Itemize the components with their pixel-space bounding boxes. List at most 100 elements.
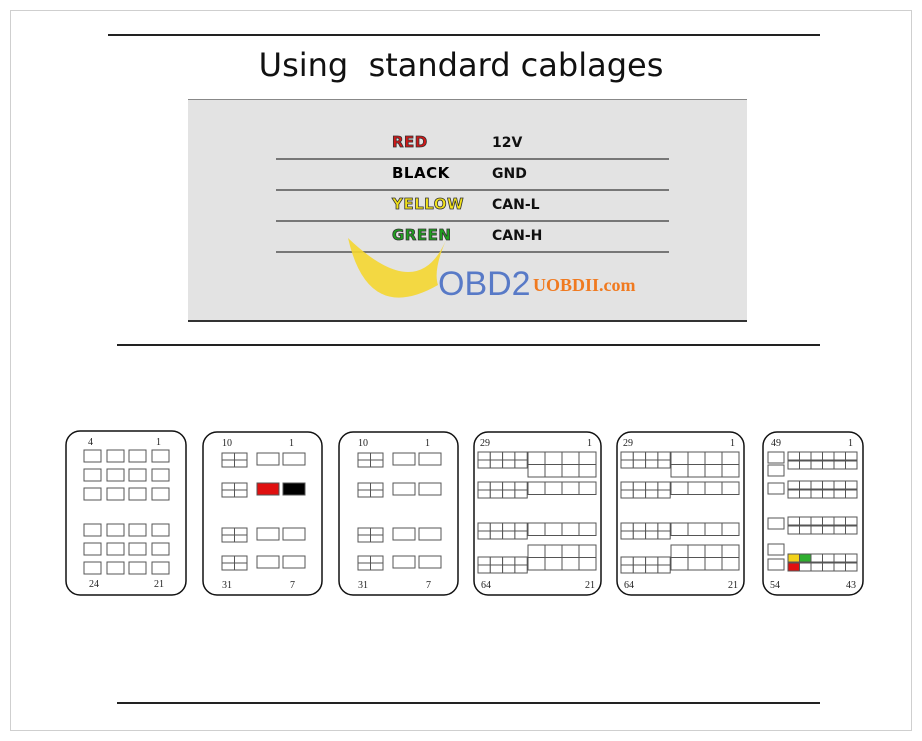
pin bbox=[221, 452, 235, 461]
pin bbox=[632, 489, 647, 499]
pin bbox=[502, 556, 516, 566]
pin bbox=[632, 522, 647, 532]
pin bbox=[632, 481, 647, 491]
pin bbox=[845, 562, 858, 572]
pin bbox=[657, 481, 671, 491]
pin bbox=[234, 482, 248, 491]
pin bbox=[833, 460, 846, 470]
pin-label: 1 bbox=[730, 438, 735, 449]
wire-color: RED bbox=[392, 133, 428, 152]
pin bbox=[704, 481, 723, 495]
pin bbox=[810, 553, 823, 563]
pin bbox=[822, 480, 835, 490]
pin bbox=[578, 544, 597, 558]
pin bbox=[234, 562, 248, 571]
connector-outline bbox=[338, 431, 459, 596]
pin bbox=[527, 451, 546, 465]
pin bbox=[221, 562, 235, 571]
pin bbox=[799, 562, 812, 572]
pin bbox=[256, 482, 280, 496]
pin bbox=[221, 459, 235, 468]
pin bbox=[151, 542, 170, 556]
pin bbox=[822, 489, 835, 499]
pin bbox=[620, 481, 634, 491]
top-divider bbox=[108, 34, 820, 36]
pin bbox=[418, 452, 442, 466]
pin bbox=[370, 459, 384, 468]
pin bbox=[221, 482, 235, 491]
pin bbox=[489, 556, 504, 566]
pin bbox=[514, 481, 528, 491]
pin bbox=[822, 553, 835, 563]
pin bbox=[767, 464, 785, 477]
pin bbox=[787, 451, 800, 461]
pin bbox=[767, 558, 785, 571]
pin bbox=[489, 564, 504, 574]
pin bbox=[544, 522, 563, 536]
pin bbox=[799, 553, 812, 563]
pin bbox=[704, 522, 723, 536]
pin bbox=[578, 481, 597, 495]
pin-label: 24 bbox=[89, 579, 99, 590]
pin bbox=[645, 564, 659, 574]
pin bbox=[221, 489, 235, 498]
pin bbox=[704, 464, 723, 478]
pin bbox=[620, 489, 634, 499]
pin bbox=[514, 489, 528, 499]
pin bbox=[845, 553, 858, 563]
wire-row-yellow: YELLOW CAN-L bbox=[276, 190, 669, 222]
pin bbox=[357, 482, 371, 491]
pin-label: 1 bbox=[156, 437, 161, 448]
pin bbox=[721, 464, 740, 478]
pin bbox=[833, 480, 846, 490]
pin bbox=[256, 452, 280, 466]
pin bbox=[578, 451, 597, 465]
pin bbox=[657, 556, 671, 566]
pin bbox=[502, 459, 516, 469]
pin bbox=[128, 561, 147, 575]
pin bbox=[489, 522, 504, 532]
pin-label: 10 bbox=[358, 438, 368, 449]
pin bbox=[799, 516, 812, 526]
pin bbox=[645, 556, 659, 566]
pin bbox=[514, 530, 528, 540]
pin bbox=[767, 482, 785, 495]
pin-label: 1 bbox=[587, 438, 592, 449]
pin bbox=[151, 468, 170, 482]
pin bbox=[527, 522, 546, 536]
pin bbox=[502, 522, 516, 532]
pin bbox=[357, 489, 371, 498]
pin bbox=[370, 482, 384, 491]
pin bbox=[221, 527, 235, 536]
pin bbox=[632, 459, 647, 469]
pin bbox=[845, 460, 858, 470]
pin bbox=[477, 564, 491, 574]
wire-row-green: GREEN CAN-H bbox=[276, 221, 669, 253]
pin bbox=[544, 544, 563, 558]
pin bbox=[657, 522, 671, 532]
wire-signal: GND bbox=[492, 166, 527, 182]
pin bbox=[822, 562, 835, 572]
pin bbox=[357, 452, 371, 461]
pin-label: 54 bbox=[770, 580, 780, 591]
pin bbox=[370, 562, 384, 571]
pin bbox=[106, 487, 125, 501]
pin bbox=[489, 451, 504, 461]
pin bbox=[544, 464, 563, 478]
pin bbox=[721, 557, 740, 571]
pin bbox=[810, 562, 823, 572]
pin bbox=[83, 561, 102, 575]
pin bbox=[810, 516, 823, 526]
watermark-swoosh-icon bbox=[348, 238, 446, 298]
pin bbox=[822, 516, 835, 526]
wire-row-black: BLACK GND bbox=[276, 159, 669, 191]
watermark-logo: OBD2 bbox=[438, 265, 531, 303]
pin bbox=[767, 451, 785, 464]
pin bbox=[799, 480, 812, 490]
pin bbox=[721, 544, 740, 558]
